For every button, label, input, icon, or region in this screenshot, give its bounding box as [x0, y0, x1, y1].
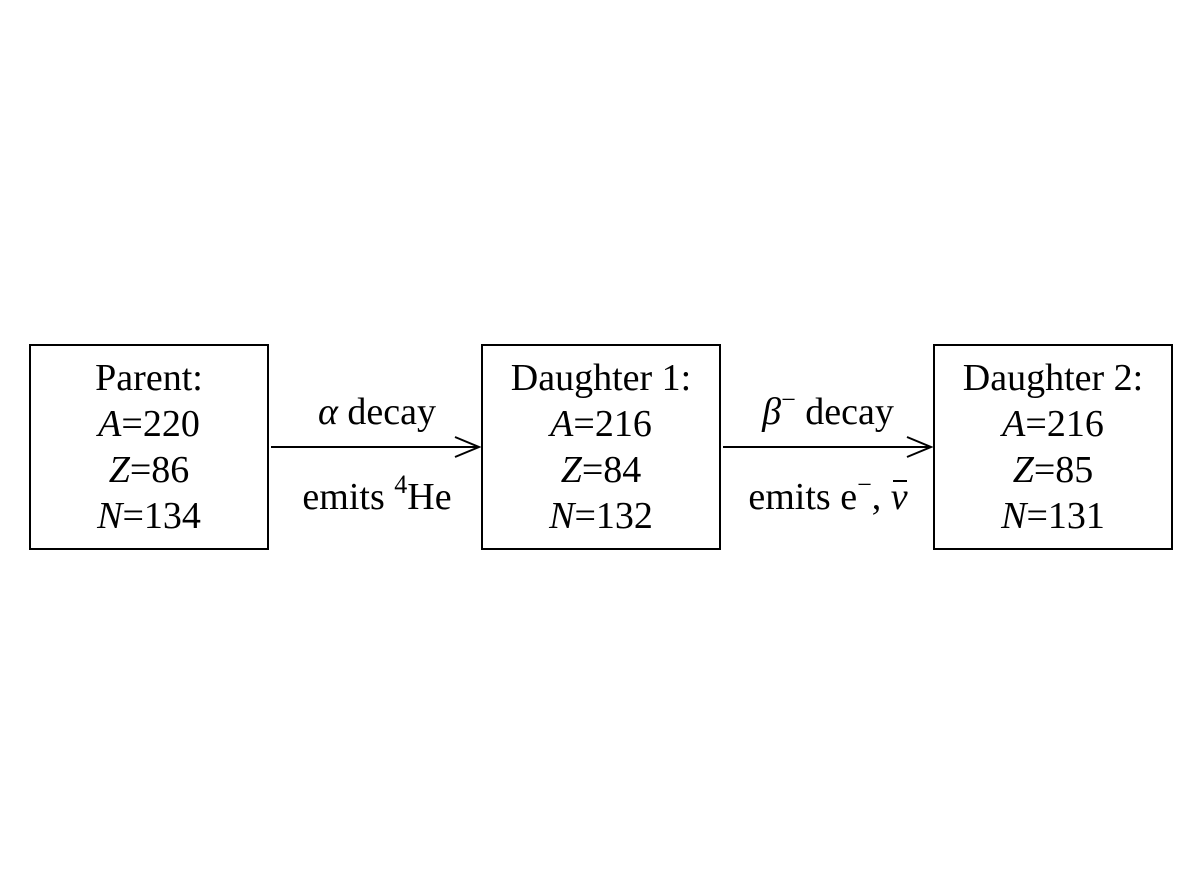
neutron-number: N=132: [549, 495, 653, 537]
arrow-alpha: [271, 436, 482, 458]
atomic-number: Z=86: [108, 449, 190, 491]
daughter-2-node: Daughter 2: A=216 Z=85 N=131: [933, 344, 1173, 550]
node-title: Daughter 1:: [510, 357, 692, 399]
atomic-number: Z=84: [560, 449, 642, 491]
alpha-decay-label: α decay: [317, 391, 437, 433]
arrow-beta: [723, 436, 934, 458]
daughter-1-node: Daughter 1: A=216 Z=84 N=132: [481, 344, 721, 550]
neutron-number: N=131: [1001, 495, 1105, 537]
mass-number: A=216: [1002, 403, 1104, 445]
beta-decay-label: β− decay: [762, 385, 894, 433]
antineutrino-symbol: ν: [890, 476, 908, 518]
neutron-number: N=134: [97, 495, 201, 537]
mass-number: A=220: [98, 403, 200, 445]
beta-emits-label: emits e−, ν: [748, 470, 908, 518]
node-title: Parent:: [95, 357, 203, 399]
atomic-number: Z=85: [1012, 449, 1094, 491]
node-title: Daughter 2:: [962, 357, 1144, 399]
alpha-emits-label: emits 4He: [302, 470, 452, 518]
mass-number: A=216: [550, 403, 652, 445]
parent-node: Parent: A=220 Z=86 N=134: [29, 344, 269, 550]
